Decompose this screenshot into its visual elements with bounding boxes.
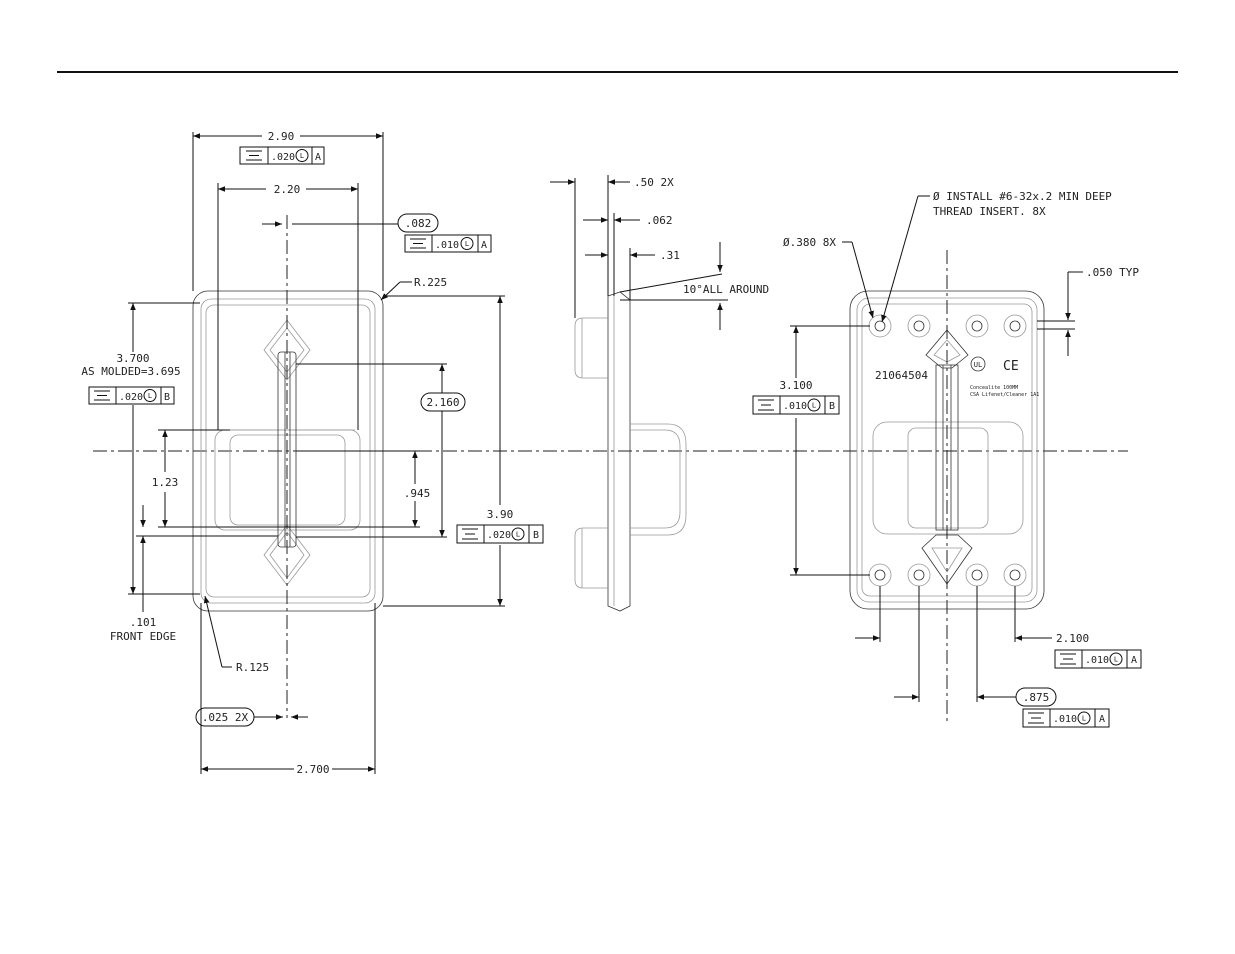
dim-3-700: 3.700 [116, 352, 149, 365]
dim-0-082: .082 [405, 217, 432, 230]
fcf-3-700: .020 L B [88, 386, 175, 405]
rear-body [872, 421, 1024, 535]
svg-text:.010: .010 [1053, 714, 1077, 725]
fcf-0-875: .010 L A [1022, 708, 1110, 728]
dim-0-025: .025 2X [202, 711, 249, 724]
svg-text:A: A [1099, 714, 1105, 725]
rear-view: 21064504 UL CE Concealite 100MM CSA Life… [752, 190, 1142, 728]
dim-0-101: .101 [130, 616, 157, 629]
dim-0-875: .875 [1023, 691, 1050, 704]
fcf-3-100: .010 L B [752, 395, 840, 415]
fcf-0-082: .010 L A [404, 234, 492, 253]
dim-2-100: 2.100 [1056, 632, 1089, 645]
svg-text:A: A [1131, 655, 1137, 666]
front-top-diamond [263, 319, 311, 381]
dim-0-062: .062 [646, 214, 673, 227]
rear-mark-line2: CSA Lifenet/Cleaner 1A1 [970, 392, 1039, 398]
rear-mark-line1: Concealite 100MM [970, 385, 1018, 391]
dim-as-molded: AS MOLDED=3.695 [81, 365, 180, 378]
svg-text:CE: CE [1003, 359, 1019, 374]
svg-text:A: A [315, 152, 321, 163]
insert-note-line1: Ø INSTALL #6-32x.2 MIN DEEP [933, 190, 1112, 203]
svg-text:.020: .020 [487, 530, 511, 541]
dim-2-90: 2.90 [268, 130, 295, 143]
front-view: 2.90 .020 L A 2.20 .082 .010 L [81, 130, 544, 776]
side-rear-body [630, 423, 687, 536]
svg-text:.020: .020 [271, 152, 295, 163]
dim-hole-dia: Ø.380 8X [783, 236, 836, 249]
dim-0-31: .31 [660, 249, 680, 262]
dim-front-edge: FRONT EDGE [110, 630, 176, 643]
svg-text:L: L [1114, 656, 1118, 664]
rear-holes-top [868, 314, 1027, 338]
svg-text:A: A [481, 240, 487, 251]
svg-text:L: L [148, 392, 152, 400]
insert-note-line2: THREAD INSERT. 8X [933, 205, 1046, 218]
ce-mark: CE [1003, 359, 1019, 374]
svg-text:L: L [812, 402, 816, 410]
side-view: .50 2X .062 .31 10°ALL AROUND [550, 175, 769, 612]
dim-0-050: .050 TYP [1086, 266, 1139, 279]
dim-2-20: 2.20 [274, 183, 301, 196]
svg-text:L: L [516, 531, 520, 539]
dim-0-50: .50 2X [634, 176, 674, 189]
dim-2-700: 2.700 [296, 763, 329, 776]
part-number: 21064504 [875, 369, 928, 382]
dim-3-90: 3.90 [487, 508, 514, 521]
dim-3-100: 3.100 [779, 379, 812, 392]
svg-text:.010: .010 [1085, 655, 1109, 666]
dim-draft-angle: 10°ALL AROUND [683, 283, 769, 296]
svg-text:B: B [164, 392, 170, 403]
side-boss-top [574, 317, 608, 379]
dim-r-125: R.125 [236, 661, 269, 674]
svg-text:.020: .020 [119, 392, 143, 403]
dim-1-23: 1.23 [152, 476, 179, 489]
svg-text:.010: .010 [435, 240, 459, 251]
svg-text:UL: UL [974, 361, 982, 369]
fcf-3-90: .020 L B [456, 524, 544, 544]
ul-mark: UL [970, 356, 986, 372]
svg-text:B: B [829, 401, 835, 412]
svg-text:B: B [533, 530, 539, 541]
svg-text:L: L [465, 240, 469, 248]
svg-text:L: L [300, 152, 304, 160]
fcf-2-90: .020 L A [239, 146, 325, 165]
dim-0-945: .945 [404, 487, 431, 500]
svg-text:.010: .010 [783, 401, 807, 412]
dim-r-225: R.225 [414, 276, 447, 289]
side-boss-bottom [574, 527, 608, 589]
dim-2-160: 2.160 [426, 396, 459, 409]
svg-text:L: L [1082, 715, 1086, 723]
fcf-2-100: .010 L A [1054, 649, 1142, 669]
